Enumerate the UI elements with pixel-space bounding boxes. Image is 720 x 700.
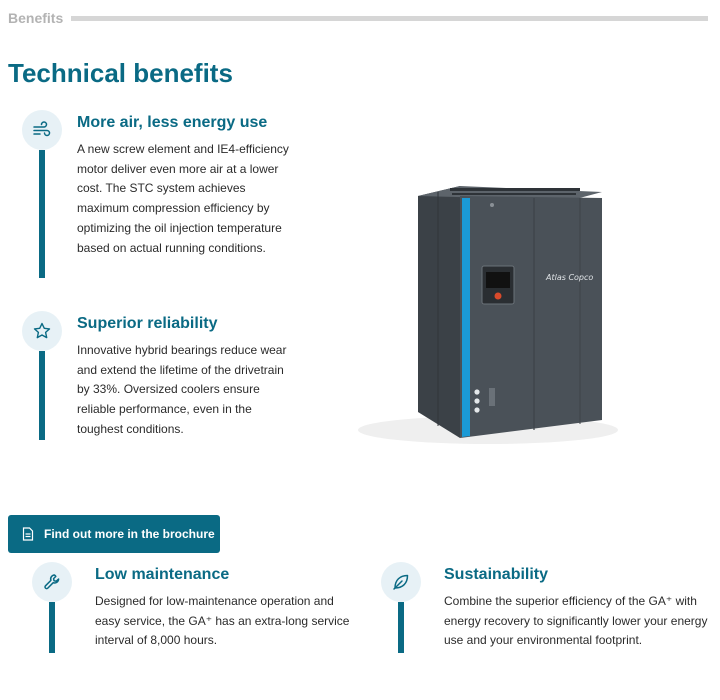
benefit-reliability: Superior reliability Innovative hybrid b… xyxy=(22,311,312,441)
product-image: Atlas Copco xyxy=(340,180,620,450)
benefit-accent-bar xyxy=(398,602,404,653)
star-icon xyxy=(22,311,62,351)
benefit-title: Superior reliability xyxy=(77,315,218,332)
benefit-accent-bar xyxy=(39,351,45,440)
section-divider xyxy=(71,15,708,21)
benefit-accent-bar xyxy=(49,602,55,653)
wrench-icon xyxy=(32,562,72,602)
benefit-text: Innovative hybrid bearings reduce wear a… xyxy=(77,343,287,436)
benefit-text: A new screw element and IE4-efficiency m… xyxy=(77,142,289,255)
document-icon xyxy=(22,527,34,541)
benefit-more-air: More air, less energy use A new screw el… xyxy=(22,110,312,280)
brochure-button-label: Find out more in the brochure xyxy=(44,527,215,541)
benefit-text: Designed for low-maintenance operation a… xyxy=(95,594,350,648)
benefit-title: Low maintenance xyxy=(95,566,230,583)
section-header: Benefits xyxy=(8,8,708,28)
benefit-accent-bar xyxy=(39,150,45,278)
page-title: Technical benefits xyxy=(8,58,233,88)
brochure-button[interactable]: Find out more in the brochure xyxy=(8,515,220,553)
benefit-sustainability: Sustainability Combine the superior effi… xyxy=(381,562,711,654)
benefit-title: Sustainability xyxy=(444,566,549,583)
leaf-icon xyxy=(381,562,421,602)
benefit-title: More air, less energy use xyxy=(77,114,268,131)
svg-text:Atlas Copco: Atlas Copco xyxy=(545,273,593,282)
benefit-low-maintenance: Low maintenance Designed for low-mainten… xyxy=(32,562,362,654)
wind-icon xyxy=(22,110,62,150)
section-label: Benefits xyxy=(8,10,64,26)
benefit-text: Combine the superior efficiency of the G… xyxy=(444,594,708,648)
